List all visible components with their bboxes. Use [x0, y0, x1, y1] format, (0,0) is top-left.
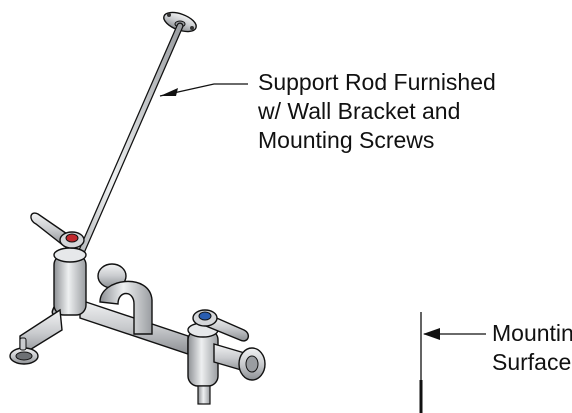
support-rod-label-line-2: w/ Wall Bracket and: [257, 98, 460, 124]
arrow-head-icon: [160, 88, 178, 96]
support-rod-leader: [159, 83, 248, 97]
support-rod-label-line-1: Support Rod Furnished: [258, 69, 496, 95]
mounting-surface-label-line-2: Surface: [492, 349, 571, 375]
support-rod-label: Support Rod Furnished w/ Wall Bracket an…: [257, 69, 502, 153]
hot-indicator-icon: [65, 233, 79, 243]
cold-handle: [192, 309, 250, 342]
mounting-surface-label-line-1: Mounting: [492, 320, 572, 346]
wall-bracket: [163, 11, 197, 33]
arrow-head-icon: [423, 328, 440, 340]
cold-indicator-icon: [198, 311, 212, 321]
hot-handle: [30, 212, 85, 249]
mounting-surface-label: Mounting Surface: [492, 320, 572, 375]
faucet-illustration: [9, 247, 266, 405]
support-rod-label-line-3: Mounting Screws: [258, 127, 434, 153]
mounting-surface-line: [419, 312, 486, 413]
